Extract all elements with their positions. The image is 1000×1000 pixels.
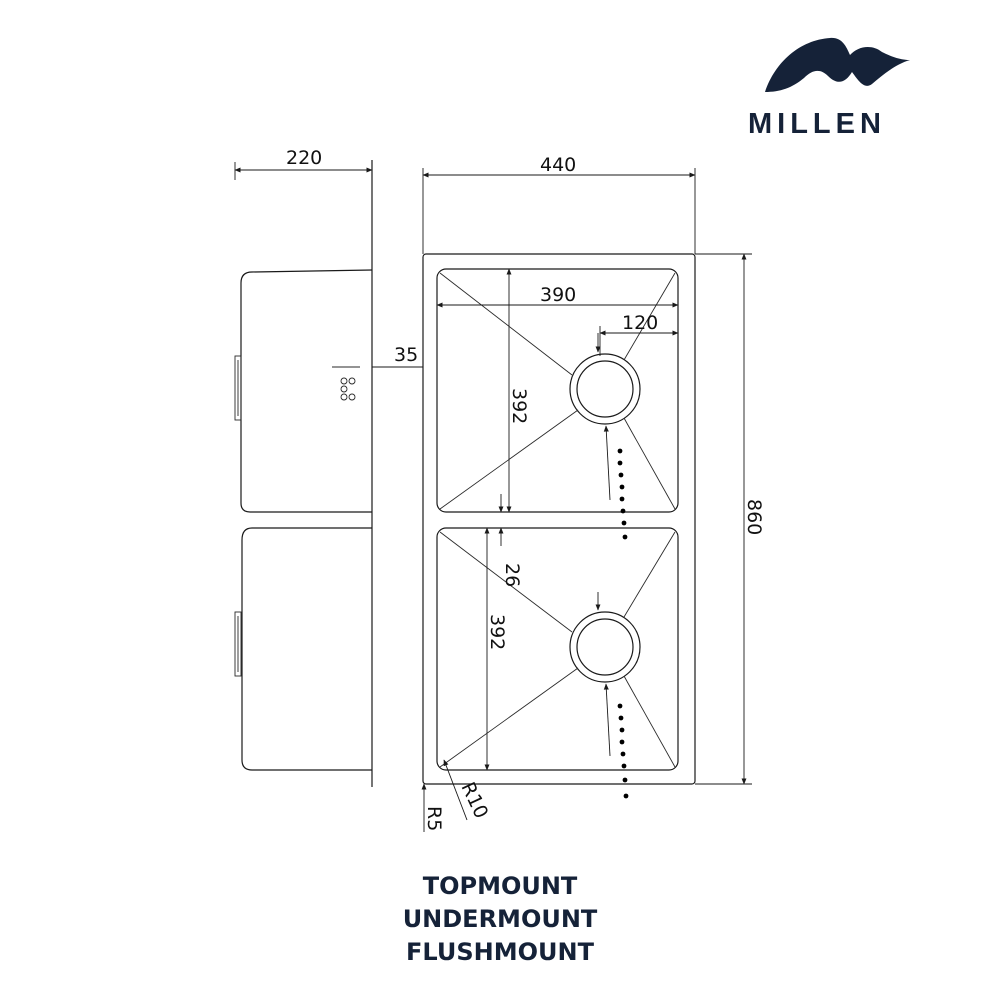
drain-dots: [617, 448, 629, 799]
top-view: [422, 253, 696, 785]
mounting-option-3: FLUSHMOUNT: [406, 938, 594, 966]
mounting-option-2: UNDERMOUNT: [402, 905, 598, 933]
dim-bowl-length-bottom-label: 392: [486, 614, 508, 650]
dim-length-label: 860: [743, 499, 765, 535]
dim-outer-radius-label: R5: [423, 806, 445, 831]
dim-lip-label: 35: [394, 344, 418, 366]
mounting-option-1: TOPMOUNT: [422, 872, 578, 900]
dimension-lines: [234, 162, 752, 832]
dim-divider-label: 26: [501, 563, 523, 587]
dim-width-label: 440: [540, 154, 576, 176]
side-view: [234, 160, 373, 787]
millen-logo-icon: [765, 37, 910, 92]
dim-inner-radius-label: R10: [456, 779, 492, 822]
dim-depth-label: 220: [286, 147, 322, 169]
dim-bowl-length-top-label: 392: [508, 388, 530, 424]
brand-name: MILLEN: [748, 108, 886, 140]
dim-drain-offset-label: 120: [622, 312, 658, 334]
dim-bowl-width-label: 390: [540, 284, 576, 306]
